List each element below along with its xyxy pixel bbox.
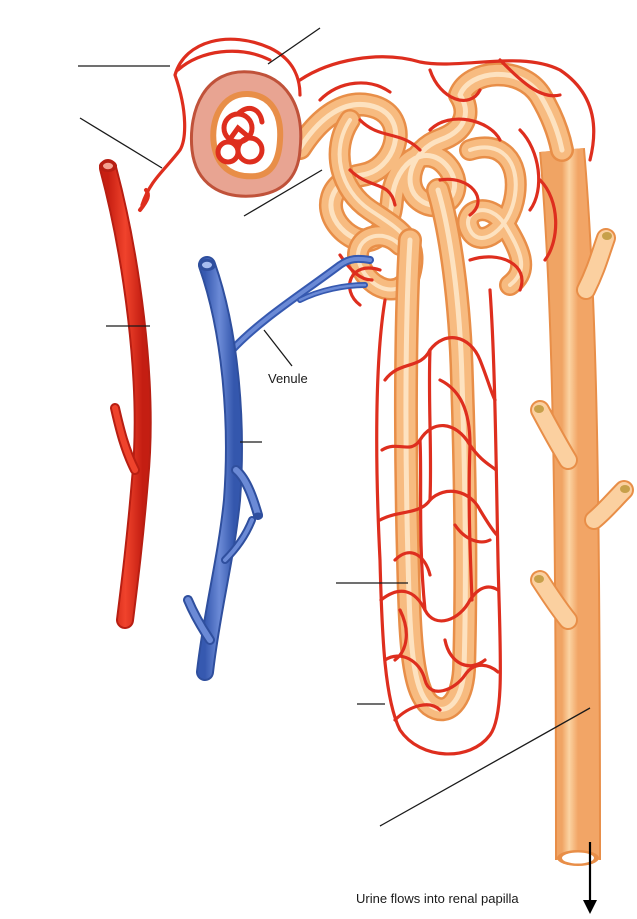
leader-line-2 <box>268 28 320 64</box>
urine-flow-label: Urine flows into renal papilla <box>356 891 519 906</box>
venule-label: Venule <box>268 371 308 386</box>
glomerular-capsule <box>191 72 300 196</box>
leader-line-venule <box>264 330 292 366</box>
interlobular-vein <box>188 259 263 672</box>
leader-line-3 <box>80 118 162 168</box>
venule <box>232 259 370 350</box>
interlobular-artery <box>99 160 148 620</box>
